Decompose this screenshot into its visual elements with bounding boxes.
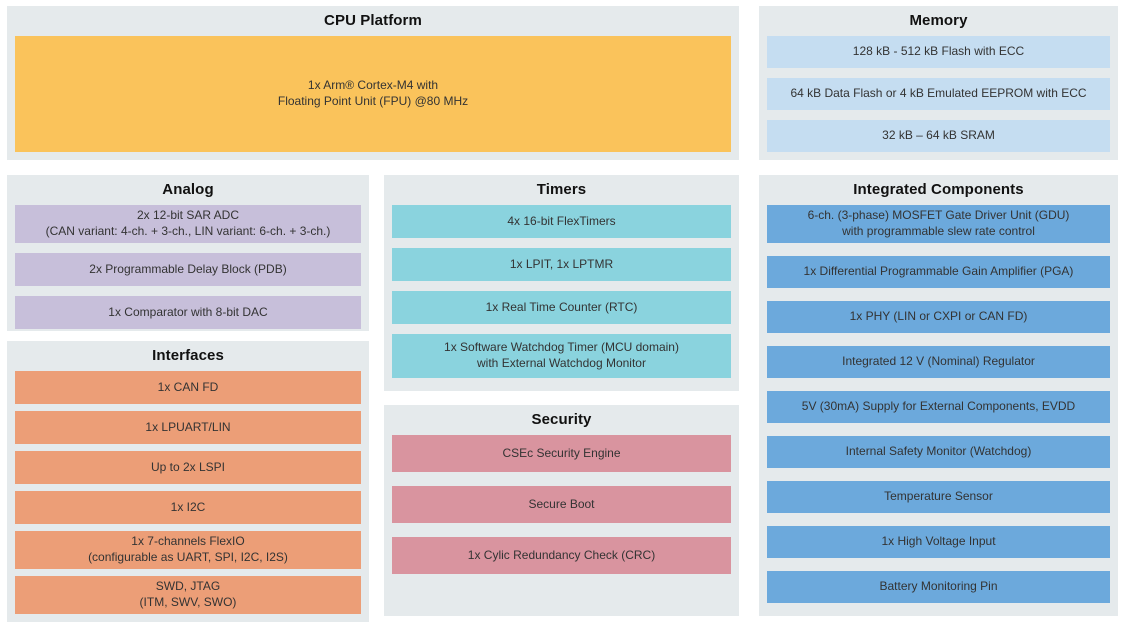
block-lpuart-lin: 1x LPUART/LIN: [15, 411, 361, 444]
integrated-blocks: 6-ch. (3-phase) MOSFET Gate Driver Unit …: [767, 205, 1110, 608]
block-data-flash-eeprom: 64 kB Data Flash or 4 kB Emulated EEPROM…: [767, 78, 1110, 110]
block-safety-monitor: Internal Safety Monitor (Watchdog): [767, 436, 1110, 468]
section-title-interfaces: Interfaces: [152, 347, 224, 364]
block-lpit-lptmr: 1x LPIT, 1x LPTMR: [392, 248, 731, 281]
block-high-voltage-input: 1x High Voltage Input: [767, 526, 1110, 558]
interfaces-blocks: 1x CAN FD 1x LPUART/LIN Up to 2x LSPI 1x…: [15, 371, 361, 614]
timers-blocks: 4x 16-bit FlexTimers 1x LPIT, 1x LPTMR 1…: [392, 205, 731, 383]
block-sram: 32 kB – 64 kB SRAM: [767, 120, 1110, 152]
section-memory: Memory 128 kB - 512 kB Flash with ECC 64…: [759, 6, 1118, 160]
memory-blocks: 128 kB - 512 kB Flash with ECC 64 kB Dat…: [767, 36, 1110, 152]
top-row: CPU Platform 1x Arm® Cortex-M4 with Floa…: [7, 6, 1118, 160]
block-flash: 128 kB - 512 kB Flash with ECC: [767, 36, 1110, 68]
section-title-analog: Analog: [162, 181, 214, 198]
block-phy: 1x PHY (LIN or CXPI or CAN FD): [767, 301, 1110, 333]
center-column: Timers 4x 16-bit FlexTimers 1x LPIT, 1x …: [384, 175, 739, 616]
block-flextimers: 4x 16-bit FlexTimers: [392, 205, 731, 238]
block-gdu: 6-ch. (3-phase) MOSFET Gate Driver Unit …: [767, 205, 1110, 243]
section-security: Security CSEc Security Engine Secure Boo…: [384, 405, 739, 616]
block-lspi: Up to 2x LSPI: [15, 451, 361, 484]
block-comparator-dac: 1x Comparator with 8-bit DAC: [15, 296, 361, 329]
right-column: Integrated Components 6-ch. (3-phase) MO…: [759, 175, 1118, 616]
block-sar-adc: 2x 12-bit SAR ADC (CAN variant: 4-ch. + …: [15, 205, 361, 243]
block-swd-jtag: SWD, JTAG (ITM, SWV, SWO): [15, 576, 361, 614]
block-crc: 1x Cylic Redundancy Check (CRC): [392, 537, 731, 574]
section-cpu-platform: CPU Platform 1x Arm® Cortex-M4 with Floa…: [7, 6, 739, 160]
block-pga: 1x Differential Programmable Gain Amplif…: [767, 256, 1110, 288]
block-cortex-m4: 1x Arm® Cortex-M4 with Floating Point Un…: [15, 36, 731, 152]
block-temperature-sensor: Temperature Sensor: [767, 481, 1110, 513]
block-i2c: 1x I2C: [15, 491, 361, 524]
cpu-blocks: 1x Arm® Cortex-M4 with Floating Point Un…: [15, 36, 731, 152]
block-battery-monitoring-pin: Battery Monitoring Pin: [767, 571, 1110, 603]
analog-blocks: 2x 12-bit SAR ADC (CAN variant: 4-ch. + …: [15, 205, 361, 329]
section-integrated-components: Integrated Components 6-ch. (3-phase) MO…: [759, 175, 1118, 616]
section-title-timers: Timers: [536, 181, 587, 198]
section-title-memory: Memory: [909, 12, 968, 29]
block-flexio: 1x 7-channels FlexIO (configurable as UA…: [15, 531, 361, 569]
section-analog: Analog 2x 12-bit SAR ADC (CAN variant: 4…: [7, 175, 369, 331]
block-csec-engine: CSEc Security Engine: [392, 435, 731, 472]
section-interfaces: Interfaces 1x CAN FD 1x LPUART/LIN Up to…: [7, 341, 369, 622]
block-12v-regulator: Integrated 12 V (Nominal) Regulator: [767, 346, 1110, 378]
left-column: Analog 2x 12-bit SAR ADC (CAN variant: 4…: [7, 175, 369, 622]
block-rtc: 1x Real Time Counter (RTC): [392, 291, 731, 324]
block-5v-supply: 5V (30mA) Supply for External Components…: [767, 391, 1110, 423]
section-title-integrated-components: Integrated Components: [853, 181, 1024, 198]
security-blocks: CSEc Security Engine Secure Boot 1x Cyli…: [392, 435, 731, 608]
section-title-cpu-platform: CPU Platform: [324, 12, 422, 29]
block-watchdog-timer: 1x Software Watchdog Timer (MCU domain) …: [392, 334, 731, 378]
bottom-row: Analog 2x 12-bit SAR ADC (CAN variant: 4…: [7, 175, 1118, 622]
section-title-security: Security: [531, 411, 592, 428]
block-secure-boot: Secure Boot: [392, 486, 731, 523]
block-can-fd: 1x CAN FD: [15, 371, 361, 404]
section-timers: Timers 4x 16-bit FlexTimers 1x LPIT, 1x …: [384, 175, 739, 391]
block-pdb: 2x Programmable Delay Block (PDB): [15, 253, 361, 286]
